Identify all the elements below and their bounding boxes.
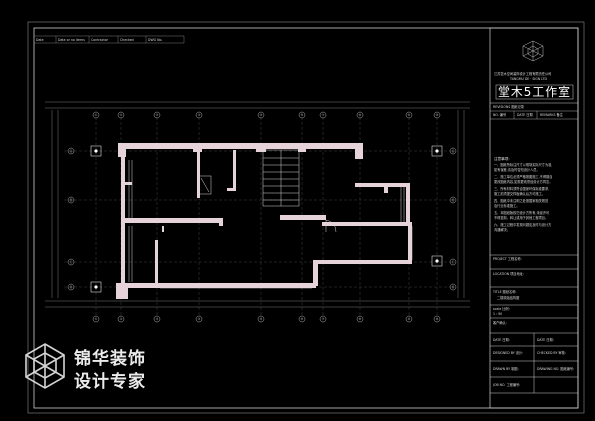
location-label: LOCATION 项目地址: xyxy=(493,271,524,276)
header-cell: DWG No. xyxy=(148,38,162,42)
note-line: 一、图纸所标注尺寸以现场实际尺寸为准, xyxy=(494,162,552,167)
axis-label: ② xyxy=(120,317,123,321)
note-line: 六、施工过程中发现问题应及时与设计方 xyxy=(494,222,551,227)
axis-label: ⑩ xyxy=(436,317,439,321)
note-line: 沟通解决。 xyxy=(494,227,510,232)
rev-col: NO. 编号 xyxy=(493,112,506,117)
note-line: 施工前须提交样板确认后方可施工。 xyxy=(494,191,545,196)
note-line: 三、所有材料须符合国家环保标准要求, xyxy=(494,186,549,191)
client-label: 客户确认: xyxy=(493,320,507,325)
axis-label: Ⓐ xyxy=(451,148,454,153)
axis-label: ④ xyxy=(198,113,201,117)
brand-logotype: 堂木5工作室 xyxy=(498,84,571,99)
note-line: 及行业标准施工。 xyxy=(494,203,520,208)
axis-label: ① xyxy=(95,113,98,117)
checked-label: CHECKED BY 审核: xyxy=(537,350,566,355)
brand-frame xyxy=(495,84,574,100)
header-cell: Contractor xyxy=(91,38,109,42)
drawn-label: DRAWN BY 制图: xyxy=(493,366,519,371)
axis-label: ⑤ xyxy=(260,317,263,321)
company-name: 江苏堂木空间装饰设计工程有限责任公司 xyxy=(494,71,551,76)
axis-bubbles-top: ① ② ③ ④ ⑤ ⑥ ⑦ ⑧ ⑨ ⑩ xyxy=(92,111,441,119)
axis-label: ④ xyxy=(198,317,201,321)
axis-label: ② xyxy=(120,113,123,117)
axis-label: Ⓐ xyxy=(69,148,72,153)
header-cell: Date xyxy=(36,38,44,42)
header-cell: Date or no items xyxy=(58,38,85,42)
axis-label: Ⓓ xyxy=(451,284,454,289)
drawing-no-label: DRAWING NO. 图纸编号: xyxy=(537,366,574,371)
header-cell: Checked xyxy=(120,38,134,42)
axis-label: ⑧ xyxy=(359,317,362,321)
note-line: 如有误差,请及时告知设计人员。 xyxy=(494,167,540,172)
company-logo-icon xyxy=(522,40,544,62)
scale-value: 1 : 90 xyxy=(493,312,502,316)
axis-label: ⑦ xyxy=(322,317,325,321)
note-line: 更改图纸内容,如需更改须经设计方同意。 xyxy=(494,179,552,184)
watermark: 锦华装饰 设计专家 xyxy=(25,343,146,392)
rev-col: DATE 日期 xyxy=(517,112,533,117)
axis-label: ⑥ xyxy=(301,113,304,117)
outer-border xyxy=(27,21,585,414)
column-markers xyxy=(90,145,443,293)
axis-label: ③ xyxy=(156,317,159,321)
axis-label: Ⓑ xyxy=(69,197,72,202)
scale-label: scale 比例: xyxy=(493,306,510,311)
note-line: 四、图纸中未注明之处按国家相关规范 xyxy=(494,198,549,203)
header-row: Date Date or no items Contractor Checked… xyxy=(33,35,185,44)
axis-label: ⑧ xyxy=(359,113,362,117)
axis-label: ③ xyxy=(156,113,159,117)
project-label: PROJECT 工程名称: xyxy=(493,256,522,261)
notes-list: 一、图纸所标注尺寸以现场实际尺寸为准, 如有误差,请及时告知设计人员。 二、施工… xyxy=(494,162,552,232)
axis-label: ⑩ xyxy=(436,113,439,117)
top-dimension-lines xyxy=(45,101,470,308)
date-label-2: DATE 日期: xyxy=(537,337,554,342)
axis-label: ⑦ xyxy=(322,113,325,117)
axis-label: ⑨ xyxy=(408,113,411,117)
watermark-line-1: 锦华装饰 xyxy=(74,348,146,369)
note-line: 不得复制、转让或用于其他工程项目。 xyxy=(494,215,548,220)
watermark-cube-icon xyxy=(25,343,65,389)
axis-label: ⑤ xyxy=(260,113,263,117)
note-line: 五、本图纸版权归设计方所有,未经许可 xyxy=(494,210,550,215)
date-label: DATE 日期: xyxy=(493,337,510,342)
axis-label: Ⓒ xyxy=(451,259,454,264)
axis-label: Ⓒ xyxy=(69,259,72,264)
drawing-title: 二楼原始结构图 xyxy=(497,295,519,300)
axis-label: Ⓑ xyxy=(451,197,454,202)
rev-col: REMARKS 备注 xyxy=(540,112,564,117)
notes-title: 注意事项: xyxy=(494,156,510,161)
axis-label: Ⓓ xyxy=(69,284,72,289)
designed-label: DESIGNED BY 设计: xyxy=(493,350,523,355)
axis-bubbles-bottom: ① ② ③ ④ ⑤ ⑥ ⑦ ⑧ ⑨ ⑩ xyxy=(92,315,441,323)
job-no-label: JOB NO. 工程编号: xyxy=(492,382,520,387)
plan-linework xyxy=(128,149,413,289)
note-line: 二、施工单位必须严格按图施工,不得擅自 xyxy=(494,174,552,179)
axis-label: ① xyxy=(95,317,98,321)
floor-plan-walls xyxy=(116,143,412,299)
revisions-label: REVISIONS 图纸记录 xyxy=(493,104,525,109)
title-block: 江苏堂木空间装饰设计工程有限责任公司 TANGMU DE · SIGN LTD … xyxy=(489,27,579,409)
axis-label: ⑥ xyxy=(301,317,304,321)
watermark-line-2: 设计专家 xyxy=(74,371,146,392)
axis-bubbles-sides: Ⓐ Ⓑ Ⓒ Ⓓ Ⓐ Ⓑ Ⓒ Ⓓ xyxy=(67,147,457,291)
axis-label: ⑨ xyxy=(408,317,411,321)
title-label: TITLE 图纸名称: xyxy=(492,289,516,294)
company-subname: TANGMU DE · SIGN LTD xyxy=(509,77,547,81)
